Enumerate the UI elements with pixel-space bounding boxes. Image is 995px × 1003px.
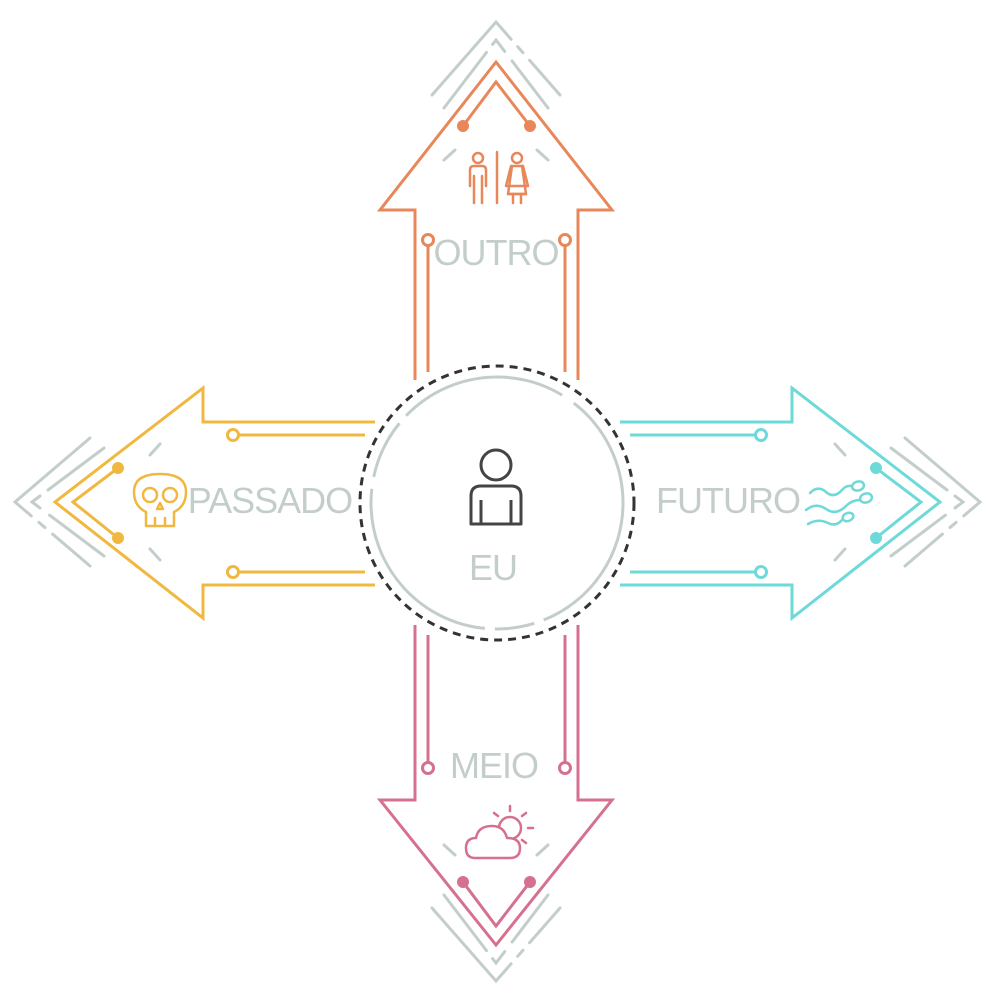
arrow-bottom-label: MEIO	[450, 745, 538, 786]
skull-icon	[132, 472, 188, 528]
sperm-icon	[804, 480, 874, 526]
center-inner-ring	[369, 375, 625, 631]
sun-cloud-icon	[464, 804, 535, 860]
arrow-top-outline	[376, 59, 616, 380]
decorative-chevrons	[12, 19, 983, 984]
arrow-left-label: PASSADO	[188, 480, 352, 521]
center-dashed-ring	[358, 364, 636, 642]
arrow-right-outline	[620, 384, 943, 622]
arrow-right	[620, 384, 943, 622]
restroom-people-icon	[468, 150, 530, 205]
person-icon	[469, 448, 523, 526]
arrow-top	[376, 59, 616, 380]
arrow-right-nodes	[754, 428, 882, 579]
arrow-top-nodes	[421, 120, 572, 247]
arrow-right-label: FUTURO	[656, 480, 800, 521]
arrow-bottom	[376, 625, 616, 948]
center-label: EU	[469, 547, 517, 588]
center-node: EU	[358, 364, 636, 642]
arrow-left-nodes	[112, 428, 240, 579]
arrow-bottom-nodes	[421, 761, 572, 888]
arrow-left-outline	[52, 384, 375, 622]
arrow-bottom-outline	[376, 625, 616, 948]
arrow-left	[52, 384, 375, 622]
arrow-top-label: OUTRO	[434, 232, 559, 273]
